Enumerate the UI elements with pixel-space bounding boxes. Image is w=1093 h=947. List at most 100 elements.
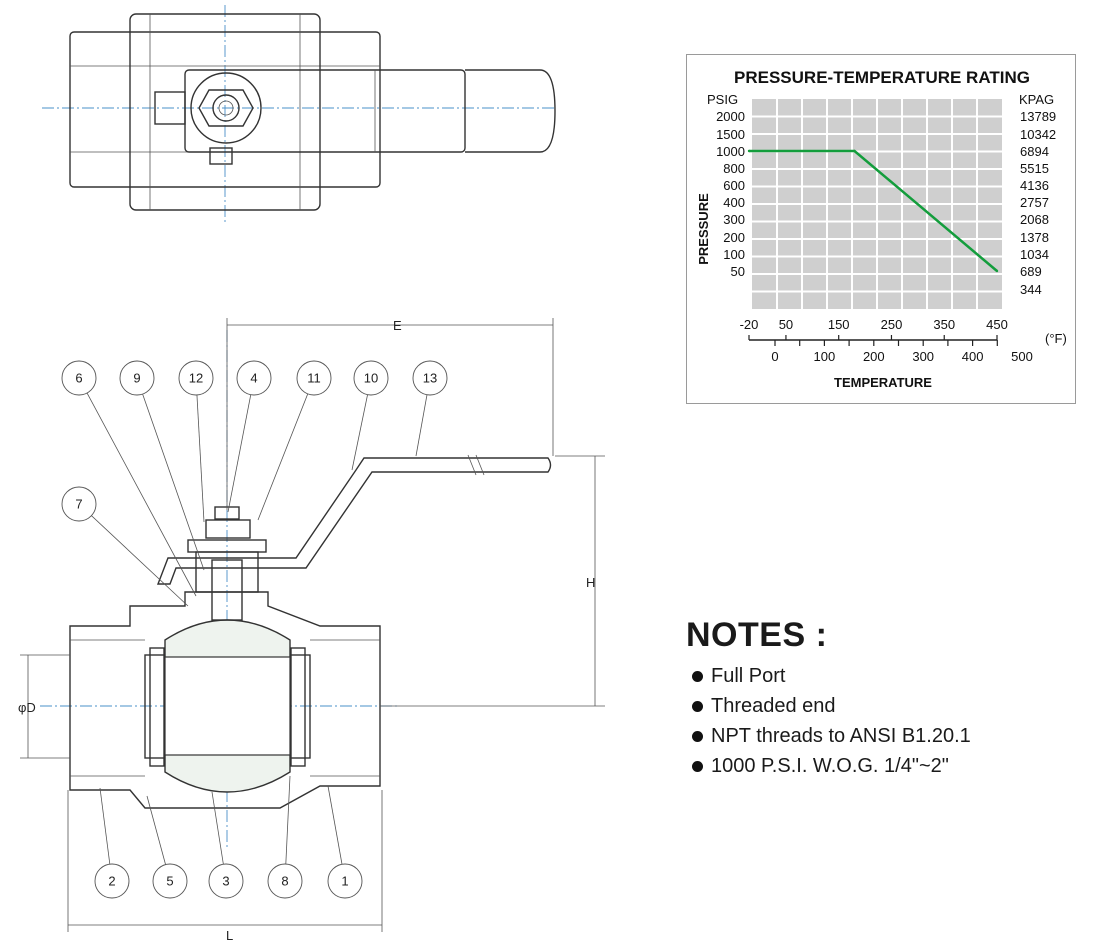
top-handle (184, 69, 466, 153)
handle-break (475, 454, 485, 476)
callout-number: 11 (307, 371, 321, 386)
top-temp-tick-label: 350 (933, 317, 955, 332)
callout-circle (296, 360, 332, 396)
bullet-icon (692, 730, 703, 742)
callout-number: 12 (189, 371, 203, 386)
callout-circle (208, 863, 244, 899)
right-tick-label: 13789 (1020, 109, 1056, 124)
x-axis-title: TEMPERATURE (834, 375, 932, 390)
left-tick-label: 200 (723, 230, 745, 245)
top-temp-tick-label: 250 (881, 317, 903, 332)
chart-left-unit: PSIG (707, 92, 738, 107)
chart-title: PRESSURE-TEMPERATURE RATING (734, 68, 1030, 87)
callout-leader (78, 377, 197, 597)
stem-nut (205, 519, 251, 539)
bottom-temp-tick-label: 0 (771, 349, 778, 364)
callout-number: 10 (364, 371, 378, 386)
gland-nut (187, 539, 267, 553)
callout-number: 3 (222, 874, 229, 889)
callout-circle (152, 863, 188, 899)
temperature-unit-label: (°F) (1045, 331, 1067, 346)
top-nut-washer (190, 72, 262, 144)
left-tick-label: 1500 (716, 127, 745, 142)
left-tick-label: 50 (731, 264, 745, 279)
note-text: Threaded end (711, 695, 836, 717)
handle-lever (156, 457, 552, 585)
right-tick-label: 6894 (1020, 144, 1049, 159)
top-temp-tick-label: 450 (986, 317, 1008, 332)
stem (211, 559, 243, 621)
seat-left (149, 647, 165, 767)
bullet-icon (692, 700, 703, 712)
callout-leader (227, 377, 255, 513)
callout-number: 5 (166, 874, 173, 889)
top-stem-center (218, 100, 234, 116)
callout-circle (353, 360, 389, 396)
bottom-temp-tick-label: 100 (814, 349, 836, 364)
callout-number: 1 (341, 874, 348, 889)
callout-leader (257, 377, 315, 521)
note-item: Threaded end (686, 691, 1076, 721)
left-tick-label: 600 (723, 178, 745, 193)
callout-circle (119, 360, 155, 396)
callout-circle (94, 863, 130, 899)
callout-leader (195, 377, 205, 523)
right-tick-label: 1378 (1020, 230, 1049, 245)
top-stem-nut (198, 89, 254, 127)
dimension-label-d: φD (18, 700, 36, 715)
note-text: Full Port (711, 665, 786, 687)
callout-circle (412, 360, 448, 396)
callout-number: 4 (250, 371, 257, 386)
note-item: NPT threads to ANSI B1.20.1 (686, 721, 1076, 751)
callout-number: 9 (133, 371, 140, 386)
ball-bore (164, 656, 291, 756)
top-center-body (129, 13, 321, 211)
series-point (995, 269, 999, 273)
right-tick-label: 1034 (1020, 247, 1049, 262)
section-view (40, 330, 552, 850)
callout-number: 13 (423, 371, 437, 386)
left-tick-label: 1000 (716, 144, 745, 159)
callout-leader (78, 503, 189, 607)
callout-leader (136, 377, 205, 571)
note-item: 1000 P.S.I. W.O.G. 1/4"~2" (686, 751, 1076, 781)
callout-leader (284, 775, 291, 882)
callout-number: 6 (75, 371, 82, 386)
right-tick-label: 2757 (1020, 195, 1049, 210)
handle-break (467, 454, 477, 476)
notes-title: NOTES : (686, 616, 828, 654)
top-temp-tick-label: 150 (828, 317, 850, 332)
bottom-temp-tick-label: 200 (863, 349, 885, 364)
callout-circle (178, 360, 214, 396)
bullet-icon (692, 760, 703, 772)
right-tick-label: 4136 (1020, 178, 1049, 193)
top-handle-grip (465, 69, 556, 153)
right-tick-label: 689 (1020, 264, 1042, 279)
seat-right (290, 647, 306, 767)
left-tick-label: 400 (723, 195, 745, 210)
callout-circle (61, 360, 97, 396)
note-item: Full Port (686, 661, 1076, 691)
notes-list: Full Port Threaded end NPT threads to AN… (686, 661, 1076, 781)
left-tick-label: 800 (723, 161, 745, 176)
callout-circle (236, 360, 272, 396)
top-temp-tick-label: 50 (779, 317, 793, 332)
left-tick-label: 2000 (716, 109, 745, 124)
bullet-icon (692, 670, 703, 682)
callout-circle (61, 486, 97, 522)
body-outline (69, 591, 381, 809)
callout-circle (267, 863, 303, 899)
note-text: NPT threads to ANSI B1.20.1 (711, 725, 971, 747)
dimension-label-e: E (393, 318, 402, 333)
callout-number: 8 (281, 874, 288, 889)
top-stop-tab (154, 91, 186, 125)
notes-section: NOTES : Full Port Threaded end NPT threa… (686, 616, 1076, 781)
callout-number: 7 (75, 497, 82, 512)
top-stem-end (212, 94, 240, 122)
right-tick-label: 5515 (1020, 161, 1049, 176)
top-body-outline (69, 31, 381, 188)
bottom-temp-tick-label: 300 (912, 349, 934, 364)
